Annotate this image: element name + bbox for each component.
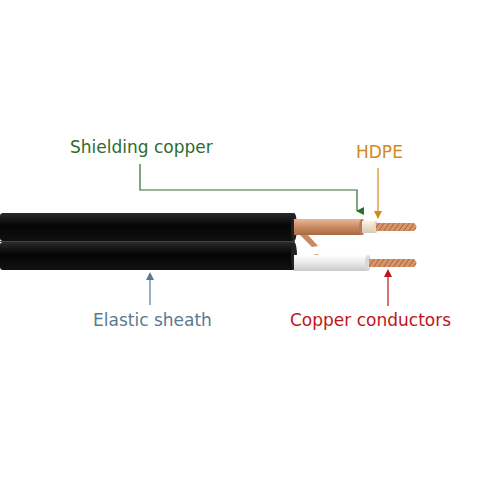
- part-label: Elastic sheath: [93, 310, 212, 330]
- part-label: Copper conductors: [290, 310, 451, 330]
- part-label: HDPE: [356, 142, 403, 162]
- part-label: Shielding copper: [70, 137, 213, 157]
